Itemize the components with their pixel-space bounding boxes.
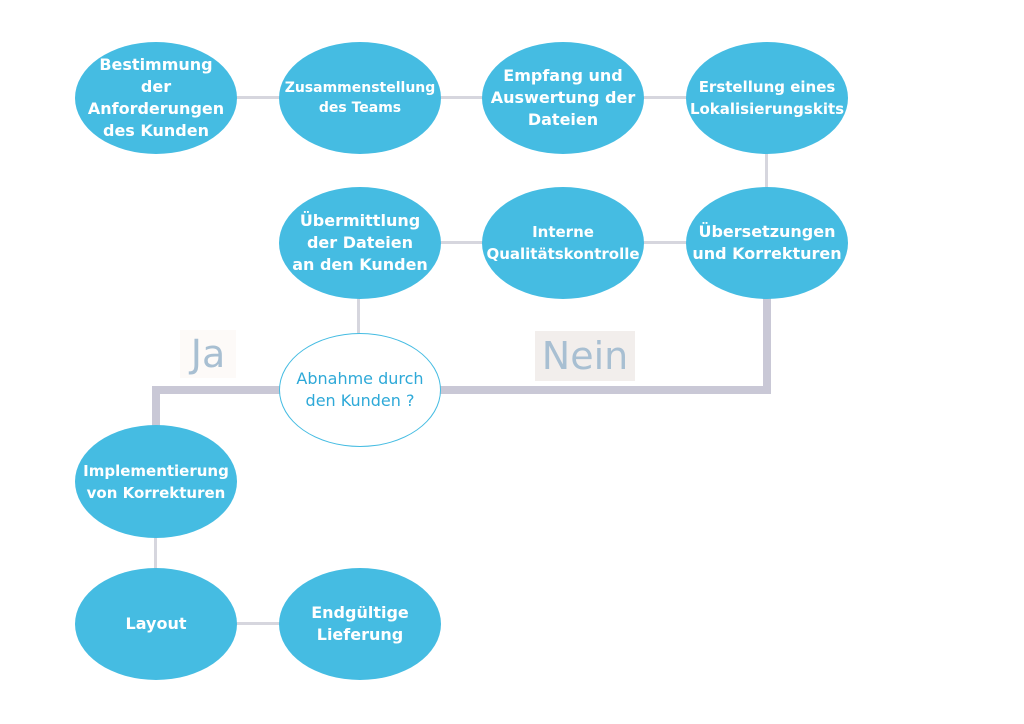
branch-label-yes: Ja — [180, 330, 236, 378]
connector-yes-horizontal — [152, 386, 280, 394]
node-acceptance-decision: Abnahme durch den Kunden ? — [279, 333, 441, 447]
connector-translations-qa — [642, 241, 688, 244]
connector-delivery-acceptance — [357, 298, 360, 334]
connector-yes-vertical — [152, 386, 160, 426]
node-translations: Übersetzungen und Korrekturen — [686, 187, 848, 299]
node-team-text: Zusammenstellung des Teams — [284, 80, 436, 116]
connector-no-vertical — [763, 298, 771, 394]
node-corrections-text: Implementierung von Korrekturen — [83, 461, 229, 502]
node-team: Zusammenstellung des Teams — [279, 42, 441, 154]
connector-corrections-layout — [154, 537, 157, 570]
connector-team-files — [438, 96, 484, 99]
connector-kit-translations — [765, 152, 768, 188]
branch-label-no: Nein — [535, 331, 635, 381]
connector-layout-final — [236, 622, 282, 625]
node-translations-text: Übersetzungen und Korrekturen — [692, 222, 842, 263]
node-requirements-text: Bestimmung der Anforderungen des Kunden — [87, 55, 225, 140]
connector-qa-delivery — [438, 241, 484, 244]
node-layout: Layout — [75, 568, 237, 680]
node-corrections: Implementierung von Korrekturen — [75, 425, 237, 538]
node-files-received: Empfang und Auswertung der Dateien — [482, 42, 644, 154]
node-delivery-to-client: Übermittlung der Dateien an den Kunden — [279, 187, 441, 299]
node-final-delivery: Endgültige Lieferung — [279, 568, 441, 680]
branch-label-no-text: Nein — [541, 334, 629, 378]
node-kit-text: Erstellung eines Lokalisierungskits — [689, 78, 845, 118]
node-qa-text: Interne Qualitätskontrolle — [486, 223, 640, 263]
node-files-received-text: Empfang und Auswertung der Dateien — [490, 66, 636, 129]
node-layout-text: Layout — [125, 614, 187, 633]
node-delivery-to-client-text: Übermittlung der Dateien an den Kunden — [292, 211, 428, 274]
connector-no-horizontal — [438, 386, 771, 394]
connector-requirements-team — [236, 96, 282, 99]
node-acceptance-text: Abnahme durch den Kunden ? — [296, 369, 424, 410]
connector-files-kit — [642, 96, 688, 99]
node-requirements: Bestimmung der Anforderungen des Kunden — [75, 42, 237, 154]
node-qa: Interne Qualitätskontrolle — [482, 187, 644, 299]
node-kit: Erstellung eines Lokalisierungskits — [686, 42, 848, 154]
node-final-delivery-text: Endgültige Lieferung — [311, 603, 409, 644]
branch-label-yes-text: Ja — [190, 332, 226, 376]
